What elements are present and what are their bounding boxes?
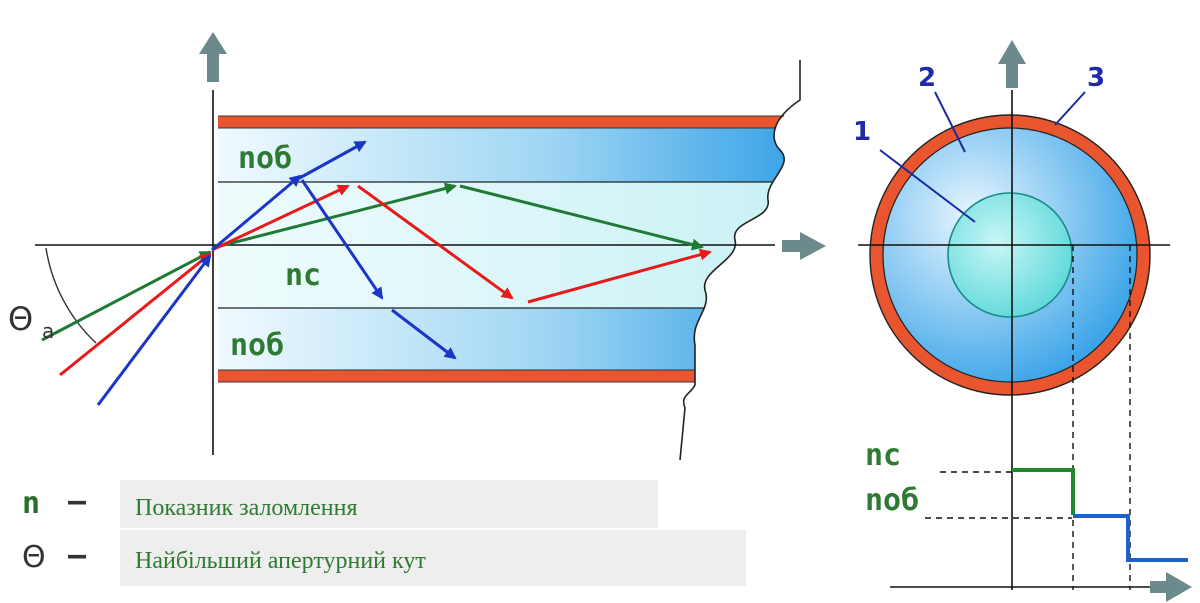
legend-dash-2: –	[68, 538, 87, 573]
legend-dash-1: –	[68, 484, 87, 519]
profile-cladding-step	[1073, 514, 1188, 562]
legend-row-2-background	[120, 530, 746, 586]
legend-symbol-n: n	[22, 486, 41, 521]
legend-text-aperture-angle: Найбільший апертурний кут	[135, 548, 426, 574]
bottom-jacket	[218, 370, 795, 382]
legend-symbol-theta: Θ	[22, 540, 46, 575]
ray-red	[59, 184, 712, 377]
ray-blue	[96, 140, 457, 406]
fiber-cross-section	[869, 114, 1151, 396]
ray-green	[41, 182, 704, 342]
label-part-2: 2	[918, 63, 936, 93]
legend-text-refractive-index: Показник заломлення	[135, 495, 358, 521]
pointer-2	[934, 91, 966, 153]
label-n-clad-top: nоб	[238, 141, 292, 176]
pointer-3	[1054, 91, 1086, 126]
top-jacket	[218, 116, 795, 128]
label-n-core: nс	[285, 258, 321, 293]
pointer-1	[879, 149, 976, 223]
top-cladding	[218, 128, 795, 182]
aperture-angle-arc	[45, 247, 97, 344]
cross-section-core	[947, 192, 1073, 318]
up-arrow-icon	[199, 32, 227, 82]
profile-label-n-core: nс	[865, 438, 901, 473]
fiber-longitudinal-section	[218, 115, 795, 383]
bottom-cladding	[218, 308, 795, 370]
right-arrow-icon	[782, 232, 826, 260]
profile-core-step	[1012, 468, 1075, 515]
label-n-clad-bottom: nоб	[230, 328, 284, 363]
break-line	[679, 60, 801, 461]
label-theta-subscript: a	[42, 319, 54, 343]
right-arrow-bottom-icon	[1150, 572, 1192, 602]
label-theta: Θ	[8, 300, 33, 338]
up-arrow-right-icon	[998, 40, 1026, 88]
label-part-3: 3	[1087, 63, 1105, 93]
legend-row-1-background	[120, 480, 658, 528]
label-part-1: 1	[853, 117, 871, 147]
profile-label-n-clad: nоб	[865, 483, 919, 518]
